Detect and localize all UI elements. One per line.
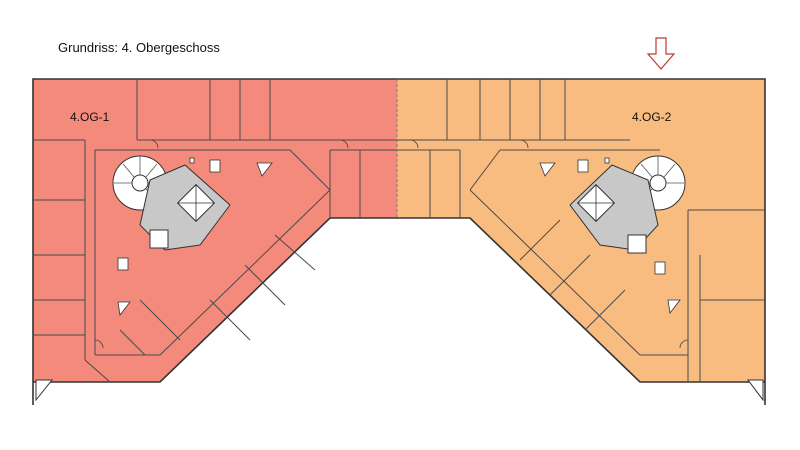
elevator-icon <box>576 183 616 223</box>
zone-label-4og-1: 4.OG-1 <box>70 110 110 124</box>
fixtures-left <box>117 157 273 316</box>
elevator-icon <box>176 183 216 223</box>
zone-4og-1[interactable] <box>33 79 397 382</box>
rooms-left-wing <box>33 149 331 383</box>
door-swings <box>94 139 689 349</box>
entrance-arrow-icon <box>646 37 676 70</box>
corner-bay-right <box>747 379 764 402</box>
fixtures-right <box>539 157 681 314</box>
rooms-right-top <box>397 79 765 382</box>
plan-title: Grundriss: 4. Obergeschoss <box>58 40 220 55</box>
corner-bay-left <box>35 379 54 402</box>
core-shaft-right <box>569 164 659 251</box>
rooms-left-top <box>33 79 397 360</box>
inner-wall <box>52 217 748 383</box>
outer-wall <box>32 78 766 405</box>
zone-label-4og-2: 4.OG-2 <box>632 110 672 124</box>
rooms-right-wing <box>469 149 688 356</box>
zone-4og-2[interactable] <box>397 79 765 382</box>
